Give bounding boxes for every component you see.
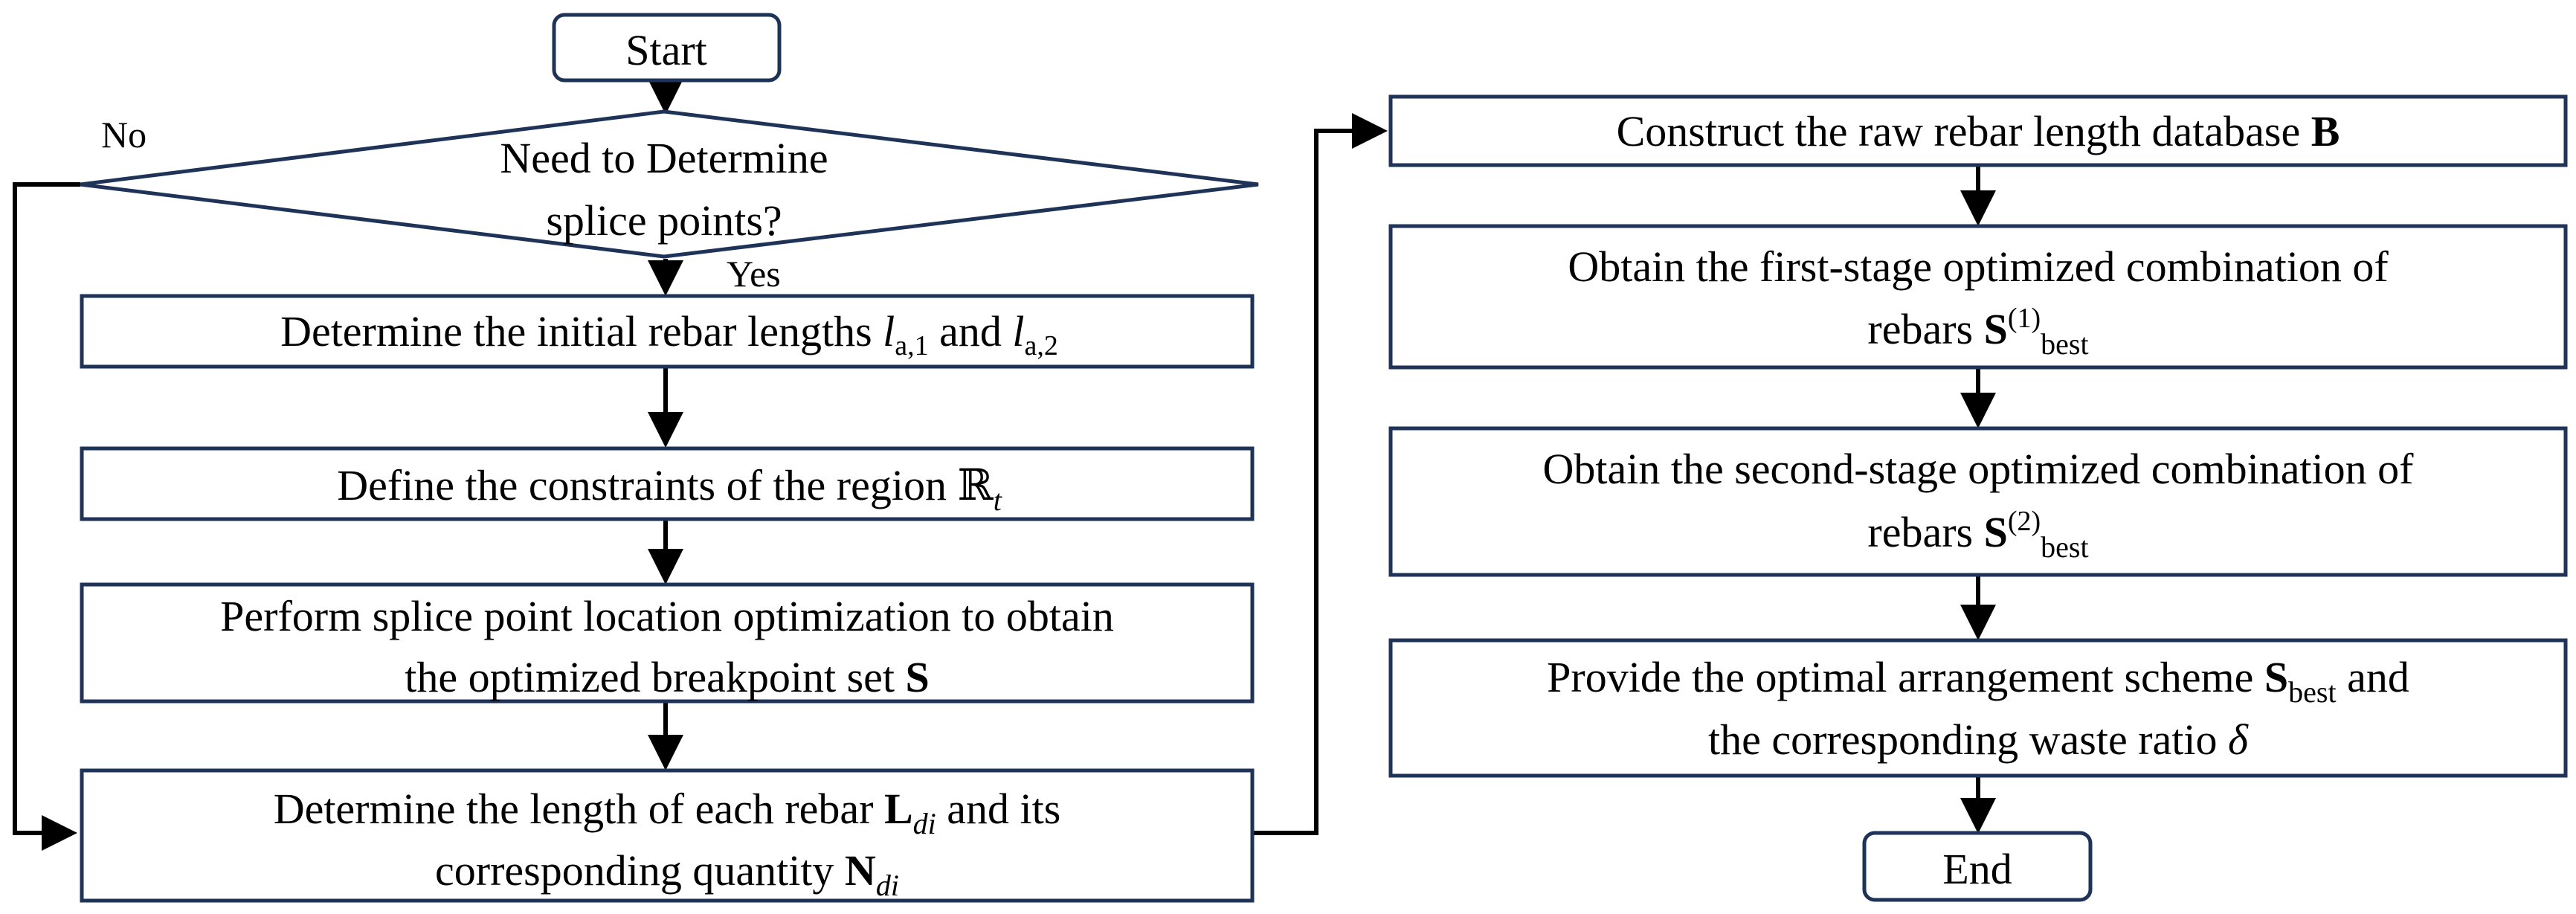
optimal-line-1: Provide the optimal arrangement scheme S…: [1547, 653, 2409, 709]
splice-optimization-line-2: the optimized breakpoint set S: [405, 653, 930, 701]
label-yes: Yes: [727, 253, 781, 295]
length-each-node: Determine the length of each rebar Ldi a…: [80, 768, 1255, 903]
length-each-line-2: corresponding quantity Ndi: [435, 846, 899, 902]
length-each-line-1: Determine the length of each rebar Ldi a…: [274, 785, 1061, 840]
first-stage-line-1: Obtain the first-stage optimized combina…: [1568, 242, 2389, 291]
start-node: Start: [552, 13, 782, 83]
end-label: End: [1942, 845, 2012, 893]
constraints-text: Define the constraints of the region ℝt: [337, 461, 1002, 517]
splice-optimization-node: Perform splice point location optimizati…: [80, 582, 1255, 704]
initial-lengths-text: Determine the initial rebar lengths la,1…: [280, 307, 1058, 361]
second-stage-line-1: Obtain the second-stage optimized combin…: [1543, 445, 2415, 493]
edge-length-to-database: [1252, 113, 1388, 835]
edge-decision-no: [13, 182, 80, 851]
decision-line-2: splice points?: [546, 196, 782, 245]
initial-lengths-node: Determine the initial rebar lengths la,1…: [80, 294, 1255, 369]
start-label: Start: [625, 26, 707, 74]
edges: [13, 79, 1996, 851]
decision-node: Need to Determine splice points?: [80, 109, 1259, 259]
splice-optimization-line-1: Perform splice point location optimizati…: [220, 592, 1114, 640]
second-stage-node: Obtain the second-stage optimized combin…: [1388, 426, 2568, 577]
constraints-node: Define the constraints of the region ℝt: [80, 446, 1255, 521]
first-stage-line-2: rebars S(1)best: [1867, 303, 2088, 361]
database-node: Construct the raw rebar length database …: [1388, 94, 2568, 167]
optimal-line-2: the corresponding waste ratio δ: [1708, 715, 2249, 764]
second-stage-line-2: rebars S(2)best: [1867, 506, 2088, 564]
label-no: No: [101, 114, 146, 155]
end-node: End: [1862, 831, 2093, 902]
optimal-node: Provide the optimal arrangement scheme S…: [1388, 638, 2568, 778]
decision-line-1: Need to Determine: [500, 134, 828, 182]
database-text: Construct the raw rebar length database …: [1617, 107, 2340, 155]
first-stage-node: Obtain the first-stage optimized combina…: [1388, 224, 2568, 370]
